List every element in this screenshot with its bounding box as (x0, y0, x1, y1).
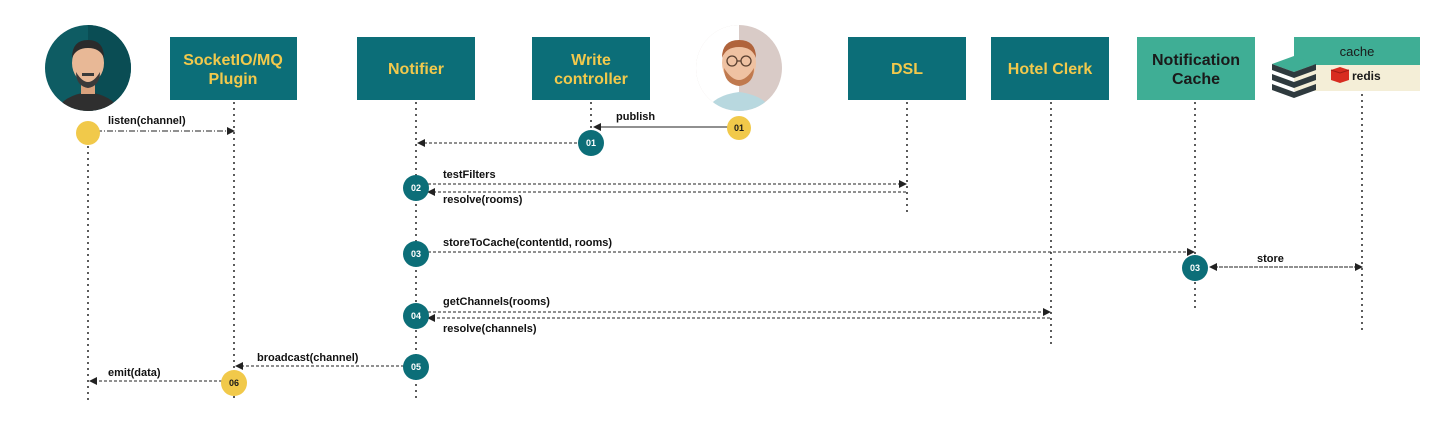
step-badge-filters: 02 (403, 175, 429, 201)
notification-cache-label-line2: Cache (1172, 71, 1220, 88)
step-badge-write-ctrl: 01 (578, 130, 604, 156)
step-badge-publish-user: 01 (727, 116, 751, 140)
step-badge-channels: 04 (403, 303, 429, 329)
step-badge-channels-label: 04 (411, 311, 421, 321)
step-badge-emit-label: 06 (229, 378, 239, 388)
participant-redis-cache: cache redis (1272, 37, 1420, 98)
step-badge-filters-label: 02 (411, 183, 421, 193)
step-badge-store-cache: 03 (1182, 255, 1208, 281)
resolve-channels-label: resolve(channels) (443, 323, 537, 335)
step-badge-store-notifier: 03 (403, 241, 429, 267)
participant-notification-cache: Notification Cache (1137, 37, 1255, 100)
plugin-label-line2: Plugin (209, 71, 258, 88)
dsl-label: DSL (891, 61, 923, 78)
participant-hotel-clerk: Hotel Clerk (991, 37, 1109, 100)
user-avatar-icon (45, 25, 131, 111)
client-activation-dot (76, 121, 100, 145)
emit-label: emit(data) (108, 367, 161, 379)
message-emit: emit(data) (89, 367, 222, 385)
write-controller-label-line2: controller (554, 71, 628, 88)
publisher-avatar-icon (696, 25, 782, 111)
test-filters-label: testFilters (443, 169, 496, 181)
participant-plugin: SocketIO/MQ Plugin (170, 37, 297, 100)
database-stack-icon (1272, 56, 1316, 98)
message-store: store (1209, 253, 1363, 271)
step-badge-store-cache-label: 03 (1190, 263, 1200, 273)
message-resolve-channels: resolve(channels) (427, 314, 1050, 335)
notification-cache-label-line1: Notification (1152, 52, 1240, 69)
write-controller-label-line1: Write (571, 52, 611, 69)
step-badge-broadcast-label: 05 (411, 362, 421, 372)
message-broadcast: broadcast(channel) (235, 352, 404, 370)
message-listen: listen(channel) (96, 115, 235, 135)
get-channels-label: getChannels(rooms) (443, 296, 550, 308)
step-badge-emit: 06 (221, 370, 247, 396)
message-publish: publish (593, 111, 728, 131)
notifier-label: Notifier (388, 61, 444, 78)
message-get-channels: getChannels(rooms) (428, 296, 1051, 316)
publish-label: publish (616, 111, 655, 123)
store-label: store (1257, 253, 1284, 265)
participant-write-controller: Write controller (532, 37, 650, 100)
message-store-to-cache: storeToCache(contentId, rooms) (428, 237, 1195, 256)
broadcast-label: broadcast(channel) (257, 352, 359, 364)
step-badge-broadcast: 05 (403, 354, 429, 380)
message-test-filters: testFilters (428, 169, 907, 188)
cache-label: cache (1340, 44, 1375, 59)
step-badge-publish-user-label: 01 (734, 123, 744, 133)
store-to-cache-label: storeToCache(contentId, rooms) (443, 237, 612, 249)
participant-notifier: Notifier (357, 37, 475, 100)
hotel-clerk-label: Hotel Clerk (1008, 61, 1093, 78)
message-resolve-rooms: resolve(rooms) (427, 188, 906, 206)
resolve-rooms-label: resolve(rooms) (443, 194, 523, 206)
plugin-label-line1: SocketIO/MQ (183, 52, 283, 69)
step-badge-store-notifier-label: 03 (411, 249, 421, 259)
redis-label: redis (1352, 69, 1381, 83)
redis-icon: redis (1330, 67, 1381, 83)
listen-label: listen(channel) (108, 115, 186, 127)
step-badge-write-ctrl-label: 01 (586, 138, 596, 148)
participant-dsl: DSL (848, 37, 966, 100)
